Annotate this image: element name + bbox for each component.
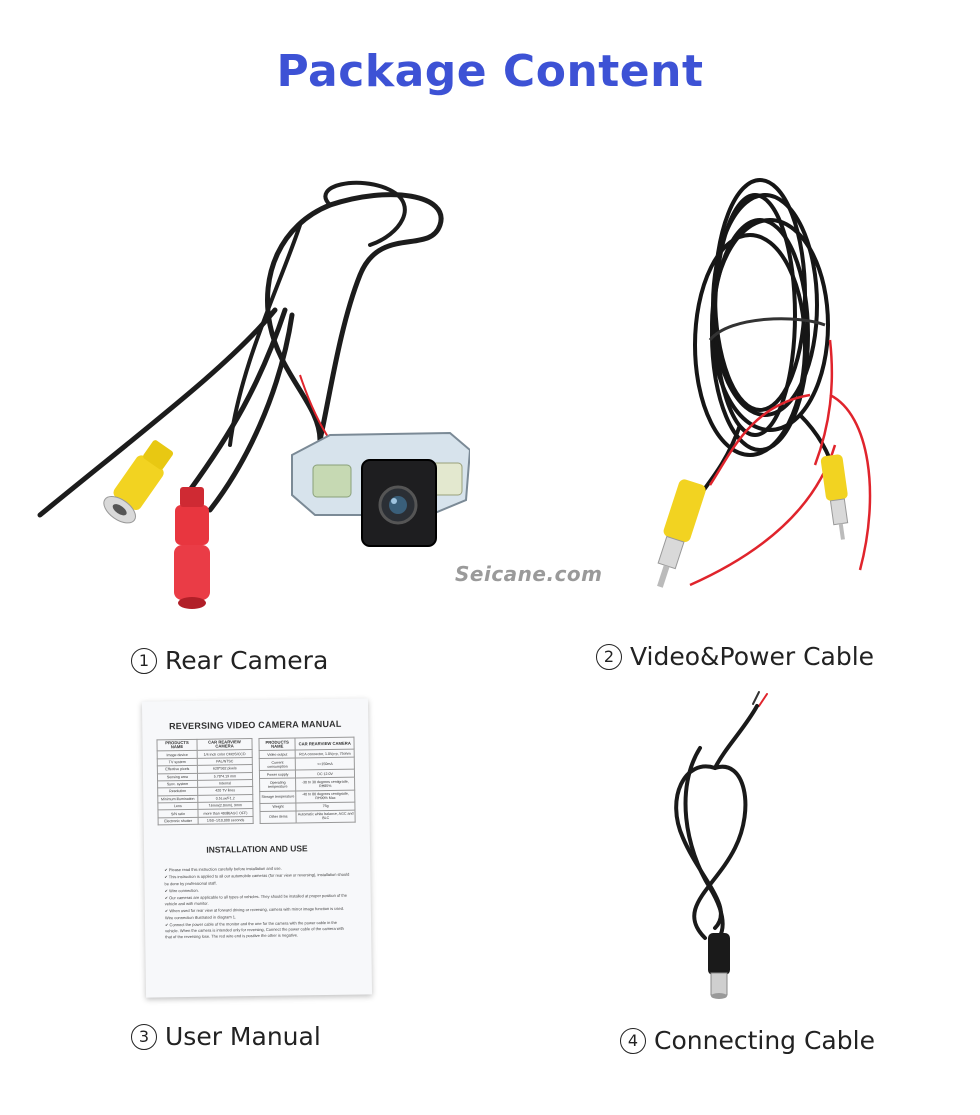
table-cell: Other items (259, 810, 297, 824)
item-label-connecting-cable: 4 Connecting Cable (620, 1026, 875, 1055)
table-header: PRODUCTS NAME (258, 737, 296, 751)
list-item: ✔ This instruction is applied to all our… (164, 872, 350, 886)
user-manual-image: REVERSING VIDEO CAMERA MANUAL PRODUCTS N… (141, 698, 373, 998)
item-label-video-power-cable: 2 Video&Power Cable (596, 642, 874, 671)
item-text: User Manual (165, 1022, 321, 1051)
item-number: 4 (620, 1028, 646, 1054)
item-number: 2 (596, 644, 622, 670)
item-label-user-manual: 3 User Manual (131, 1022, 321, 1051)
list-item: ✔ Our cameras are applicable to all type… (164, 892, 347, 907)
item-text: Connecting Cable (654, 1026, 875, 1055)
item-text: Video&Power Cable (630, 642, 875, 671)
table-cell: 1/50~1/10,000 seconds (197, 816, 254, 825)
page-title: Package Content (276, 46, 704, 97)
item-number: 1 (131, 648, 157, 674)
manual-subtitle: INSTALLATION AND USE (206, 843, 308, 855)
table-header: CAR REARVIEW CAMERA (196, 738, 253, 751)
table-cell: Operating temperature (259, 778, 297, 792)
table-cell: Current consumption (259, 758, 296, 771)
table-cell: Automatic white balance, AGC and BLC (296, 809, 356, 824)
rear-camera-image (37, 180, 470, 609)
item-label-rear-camera: 1 Rear Camera (131, 646, 328, 675)
connecting-cable-image (674, 691, 768, 999)
table-header: PRODUCTS NAME (156, 739, 198, 752)
table-cell: Storage temperature (259, 790, 297, 804)
watermark: Seicane.com (455, 562, 603, 586)
manual-title: REVERSING VIDEO CAMERA MANUAL (168, 718, 342, 732)
manual-instructions: ✔ Please read this instruction carefully… (144, 865, 371, 941)
video-power-cable-image (657, 178, 872, 588)
table-header: CAR REARVIEW CAMERA (295, 737, 355, 751)
table-cell: Electronic shutter (158, 817, 199, 826)
item-text: Rear Camera (165, 646, 329, 675)
list-item: ✔ Connect the power cable of the monitor… (165, 919, 344, 940)
list-item: ✔ When used for rear view at forward dri… (164, 906, 345, 920)
item-number: 3 (131, 1024, 157, 1050)
table-cell: <=150mA (295, 757, 355, 771)
table-cell: -30 to 30 degrees centigrade, RH85% (295, 777, 355, 791)
table-cell: -40 to 80 degrees centigrade, RH90% Max (296, 789, 355, 803)
